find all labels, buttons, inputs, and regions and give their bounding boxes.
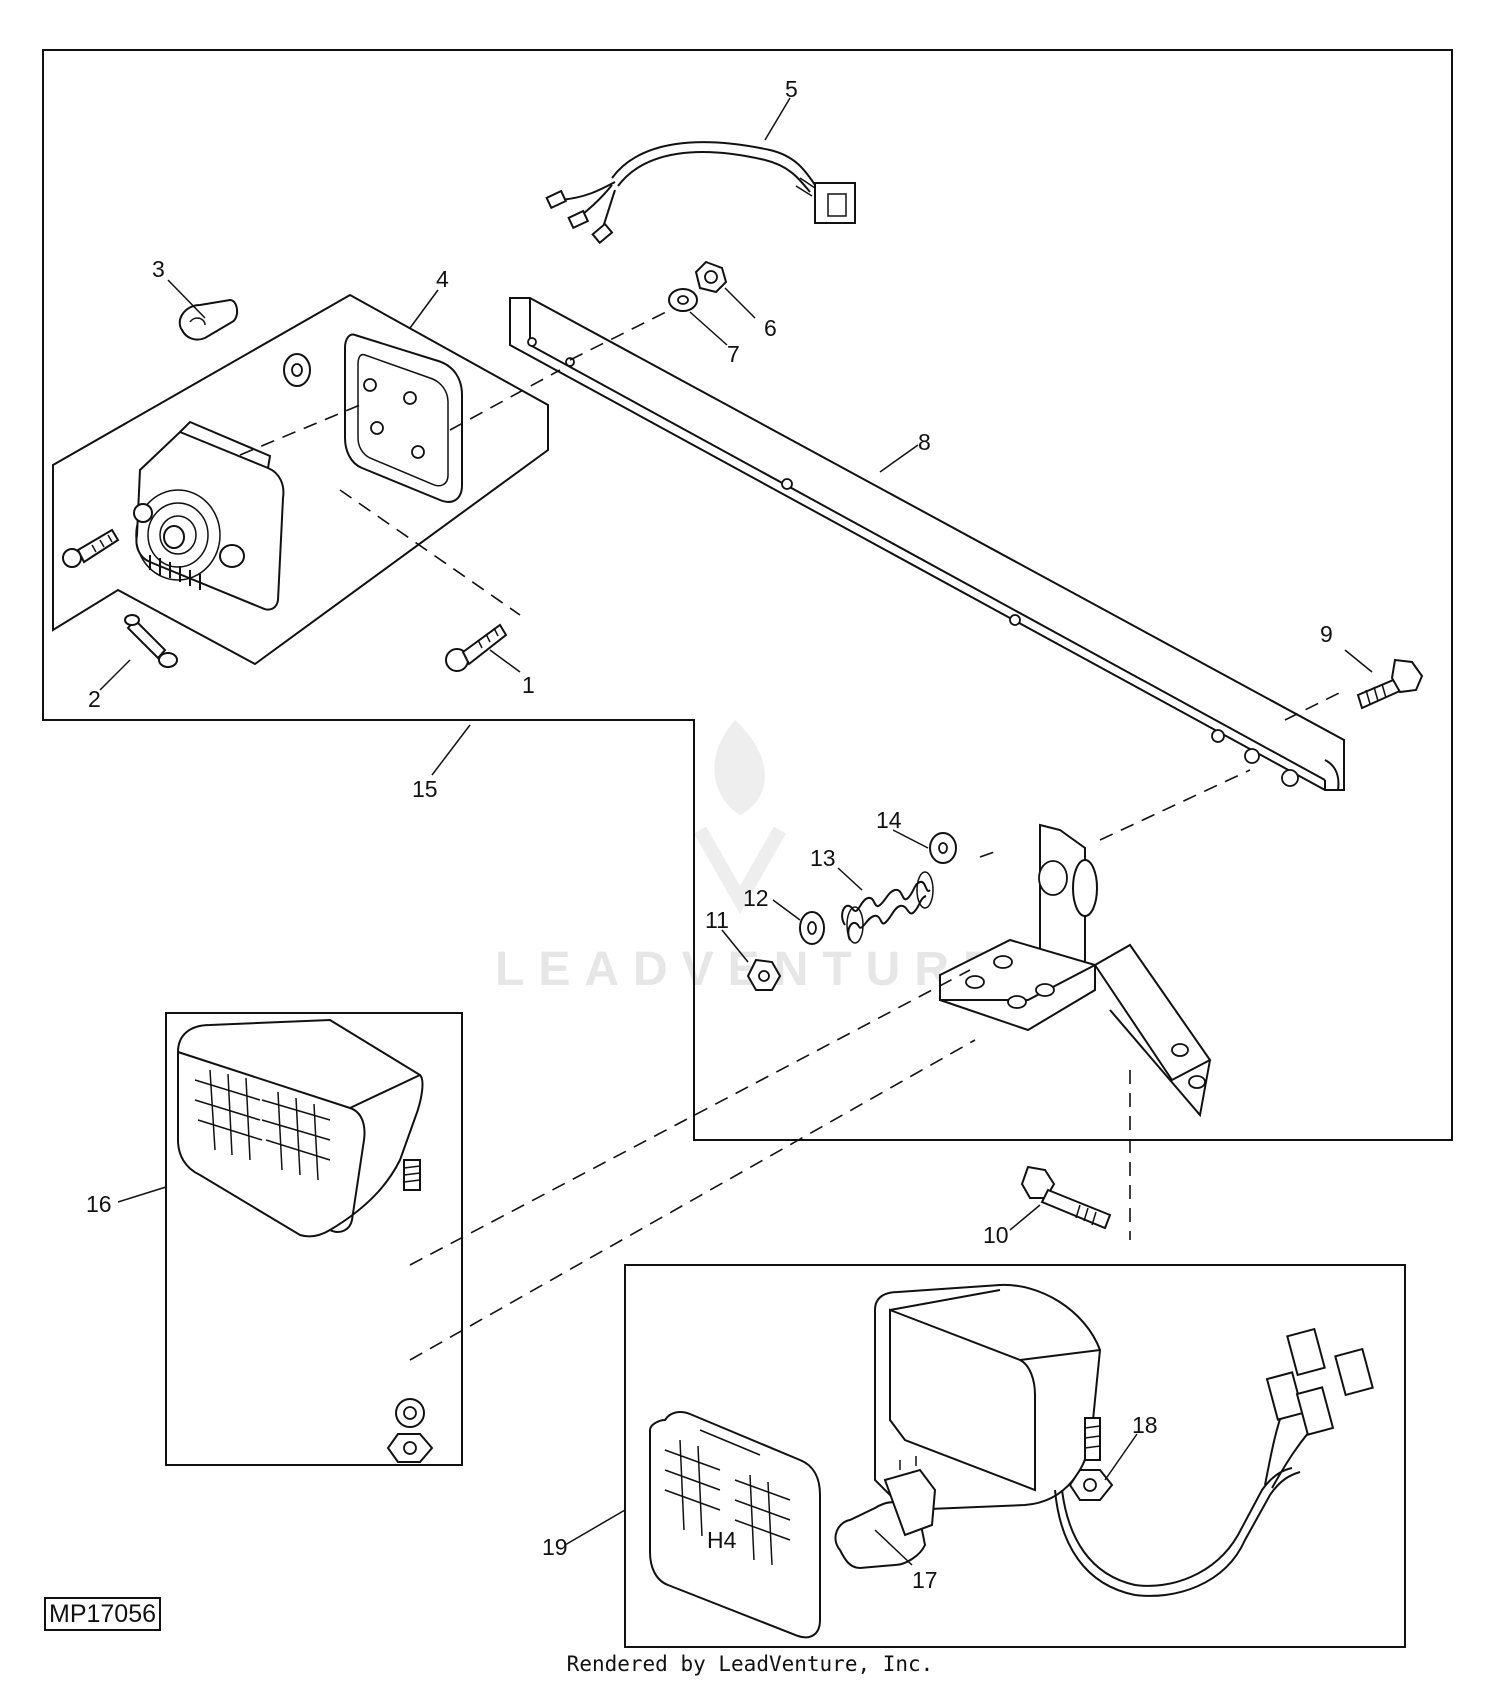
part-screw-1: [445, 623, 508, 672]
callout-19: 19: [542, 1534, 568, 1560]
watermark: LEADVENTURE: [495, 720, 1009, 996]
part-gasket-4: [283, 333, 463, 503]
part-pin-2: [124, 614, 178, 668]
callout-4: 4: [436, 266, 449, 292]
part-washer-7: [668, 288, 698, 312]
callout-12: 12: [743, 885, 769, 911]
figure-id: MP17056: [44, 1597, 162, 1631]
part-bar-8: [509, 297, 1345, 791]
callout-2: 2: [88, 686, 101, 712]
watermark-text: LEADVENTURE: [495, 943, 1009, 996]
callout-10: 10: [983, 1222, 1009, 1248]
callout-11: 11: [705, 907, 729, 933]
part-wire-harness: [545, 141, 856, 245]
callout-18: 18: [1132, 1412, 1158, 1438]
part-work-lamp-16: [177, 1018, 434, 1463]
callout-15: 15: [412, 776, 438, 802]
callout-7: 7: [727, 341, 740, 367]
callout-3: 3: [152, 256, 165, 282]
callout-9: 9: [1320, 621, 1333, 647]
part-nut-6: [694, 260, 728, 294]
lens-mark: H4: [707, 1527, 737, 1553]
callout-5: 5: [785, 76, 798, 102]
callout-1: 1: [522, 672, 535, 698]
part-mount-bracket: [939, 823, 1212, 1118]
callout-8: 8: [918, 429, 931, 455]
part-bolt-9: [1356, 658, 1424, 710]
callout-17: 17: [912, 1567, 938, 1593]
part-work-lamp-19: H4: [649, 1283, 1374, 1639]
kit-frame-15: [42, 49, 1453, 1141]
callout-6: 6: [764, 315, 777, 341]
subassembly-frame: [52, 293, 549, 666]
part-lamp-housing: [133, 420, 285, 611]
callouts: 1 2 3 4 5 6 7 8 9 10 11 12 13 14 15 16 1…: [86, 76, 1333, 1593]
leader-lines: [99, 97, 1373, 1566]
part-nut-11: [746, 958, 782, 991]
part-washer-12: [799, 911, 825, 945]
callout-13: 13: [810, 845, 836, 871]
part-screw-left: [62, 528, 120, 568]
alignment-lines: [239, 309, 1346, 1361]
part-spring-13: [841, 871, 934, 944]
credit-text: Rendered by LeadVenture, Inc.: [566, 1652, 934, 1676]
frame-19: [624, 1264, 1406, 1648]
frame-16: [165, 1012, 463, 1466]
part-washer-14: [929, 832, 957, 864]
part-bolt-10: [1020, 1165, 1112, 1230]
callout-16: 16: [86, 1191, 112, 1217]
callout-14: 14: [876, 807, 902, 833]
part-bulb-3: [178, 298, 238, 341]
